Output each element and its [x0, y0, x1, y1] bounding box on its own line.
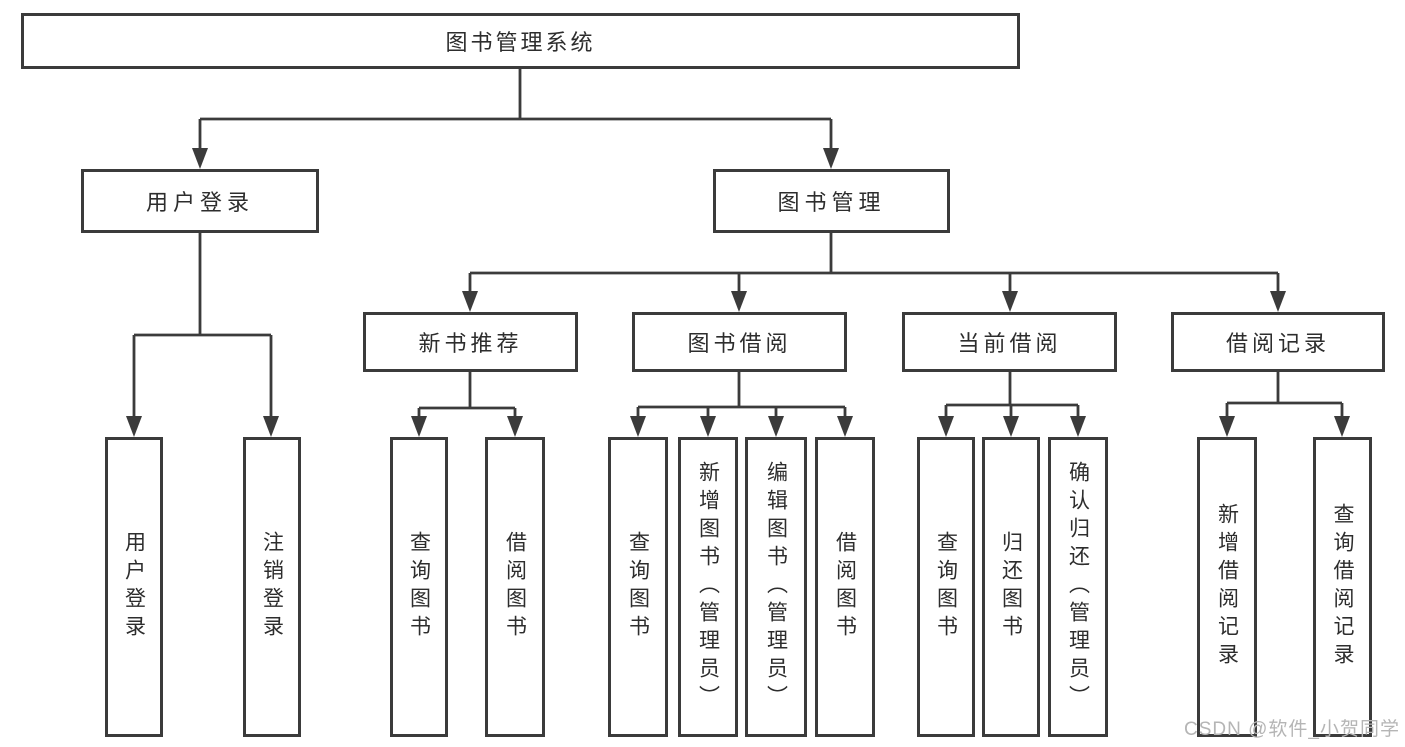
leaf-add-borrow-record-label: 新增借阅记录 [1215, 503, 1239, 671]
watermark: CSDN @软件_小贺同学 [1184, 719, 1400, 740]
leaf-confirm-return-admin-label: 确认归还（管理员） [1066, 461, 1090, 713]
leaf-query-books-2: 查询图书 [608, 437, 668, 737]
leaf-user-login: 用户登录 [105, 437, 163, 737]
leaf-edit-books-admin-label: 编辑图书（管理员） [764, 461, 788, 713]
leaf-query-books-2-label: 查询图书 [626, 531, 650, 643]
leaf-borrow-books-2: 借阅图书 [815, 437, 875, 737]
leaf-borrow-books-1-label: 借阅图书 [503, 531, 527, 643]
leaf-borrow-books-2-label: 借阅图书 [833, 531, 857, 643]
node-book-management: 图书管理 [713, 169, 950, 233]
leaf-add-books-admin: 新增图书（管理员） [678, 437, 738, 737]
leaf-query-books-1: 查询图书 [390, 437, 448, 737]
node-new-book-recommendation: 新书推荐 [363, 312, 578, 372]
leaf-add-books-admin-label: 新增图书（管理员） [696, 461, 720, 713]
node-book-borrowing: 图书借阅 [632, 312, 847, 372]
leaf-confirm-return-admin: 确认归还（管理员） [1048, 437, 1108, 737]
leaf-user-login-label: 用户登录 [122, 531, 146, 643]
leaf-query-borrow-record: 查询借阅记录 [1313, 437, 1372, 737]
leaf-edit-books-admin: 编辑图书（管理员） [745, 437, 807, 737]
leaf-return-books-label: 归还图书 [999, 531, 1023, 643]
leaf-query-books-1-label: 查询图书 [407, 531, 431, 643]
node-borrowing-records: 借阅记录 [1171, 312, 1385, 372]
leaf-return-books: 归还图书 [982, 437, 1040, 737]
node-current-borrowing: 当前借阅 [902, 312, 1117, 372]
leaf-borrow-books-1: 借阅图书 [485, 437, 545, 737]
leaf-query-books-3: 查询图书 [917, 437, 975, 737]
leaf-add-borrow-record: 新增借阅记录 [1197, 437, 1257, 737]
leaf-query-borrow-record-label: 查询借阅记录 [1331, 503, 1354, 671]
leaf-logout-label: 注销登录 [260, 531, 284, 643]
leaf-logout: 注销登录 [243, 437, 301, 737]
leaf-query-books-3-label: 查询图书 [934, 531, 958, 643]
node-user-login: 用户登录 [81, 169, 319, 233]
node-library-management-system: 图书管理系统 [21, 13, 1020, 69]
